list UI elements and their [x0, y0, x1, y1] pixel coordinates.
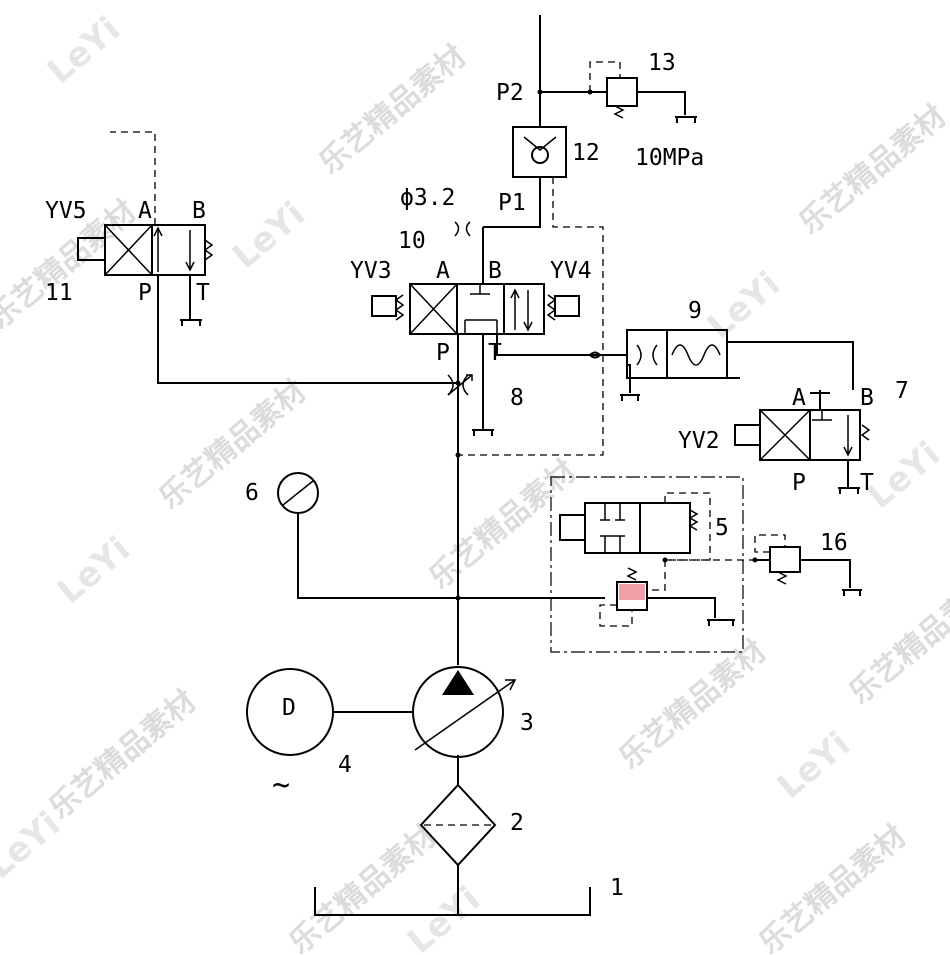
motor-letter: D	[282, 695, 296, 721]
directional-valve-10	[371, 227, 627, 436]
cylinder-9	[589, 329, 854, 401]
valve-11-port-p: P	[138, 280, 152, 306]
valve-7-port-b: B	[860, 385, 874, 411]
relief-13-label: 13	[648, 50, 676, 76]
p2-label: P2	[496, 80, 524, 106]
svg-text:乐艺精品素材: 乐艺精品素材	[313, 39, 473, 182]
motor-label: 4	[338, 752, 352, 778]
electric-motor	[246, 668, 413, 756]
valve-10-port-b: B	[488, 258, 502, 284]
svg-text:LeYi: LeYi	[40, 9, 128, 92]
check-12-label: 12	[572, 140, 600, 166]
relief-16-label: 16	[820, 530, 848, 556]
valve-10-port-t: T	[488, 340, 502, 366]
pressure-gauge	[277, 472, 605, 599]
relief-valve-main	[599, 560, 735, 627]
p1-label: P1	[498, 190, 526, 216]
valve-7-port-t: T	[860, 470, 874, 496]
orifice	[454, 221, 471, 237]
yv3-label: YV3	[350, 258, 392, 284]
throttle-valve-8	[447, 374, 473, 396]
filter-label: 2	[510, 810, 524, 836]
valve-group-boundary	[550, 476, 744, 653]
valve-11-port-t: T	[196, 280, 210, 306]
svg-text:乐艺精品素材: 乐艺精品素材	[43, 684, 203, 827]
relief-valve-16	[754, 534, 862, 596]
filter	[419, 783, 497, 867]
cylinder-9-label: 9	[688, 298, 702, 324]
directional-valve-11	[77, 131, 214, 326]
valve-5-label: 5	[715, 515, 729, 541]
directional-valve-7	[734, 390, 871, 494]
motor-ac-symbol: ~	[272, 768, 290, 803]
svg-text:LeYi: LeYi	[400, 879, 488, 955]
valve-10-port-p: P	[436, 340, 450, 366]
valve-7-port-a: A	[792, 385, 806, 411]
valve-7-label: 7	[895, 378, 909, 404]
yv4-label: YV4	[550, 258, 592, 284]
valve-5	[559, 492, 711, 563]
svg-text:LeYi: LeYi	[770, 724, 858, 807]
orifice-label: ϕ3.2	[400, 185, 455, 211]
line-valve11-supply	[157, 275, 458, 384]
valve-7-port-p: P	[792, 470, 806, 496]
svg-text:LeYi: LeYi	[225, 194, 313, 277]
svg-text:乐艺精品素材: 乐艺精品素材	[753, 819, 913, 955]
valve-10-label: 10	[398, 228, 426, 254]
svg-text:LeYi: LeYi	[50, 529, 138, 612]
throttle-8-label: 8	[510, 385, 524, 411]
pressure-label: 10MPa	[635, 145, 704, 171]
svg-text:乐艺精品素材: 乐艺精品素材	[793, 99, 950, 242]
valve-11-label: 11	[45, 280, 73, 306]
yv2-label: YV2	[678, 428, 720, 454]
svg-text:LeYi: LeYi	[700, 264, 788, 347]
valve-11-port-b: B	[192, 198, 206, 224]
valve-11-port-a: A	[138, 198, 152, 224]
svg-text:乐艺精品素材: 乐艺精品素材	[423, 454, 583, 597]
reservoir-label: 1	[610, 875, 624, 901]
valve-10-port-a: A	[436, 258, 450, 284]
gauge-label: 6	[245, 480, 259, 506]
pump-label: 3	[520, 710, 534, 736]
svg-text:乐艺精品素材: 乐艺精品素材	[613, 634, 773, 777]
svg-text:乐艺精品素材: 乐艺精品素材	[153, 374, 313, 517]
line-p1	[483, 177, 541, 228]
relief-valve-13	[540, 61, 697, 123]
variable-pump	[412, 666, 517, 758]
watermark: LeYi 乐艺精品素材 LeYi 乐艺精品素材 乐艺精品素材 LeYi 乐艺精品…	[0, 9, 950, 955]
reservoir	[314, 887, 591, 916]
yv5-label: YV5	[45, 198, 87, 224]
